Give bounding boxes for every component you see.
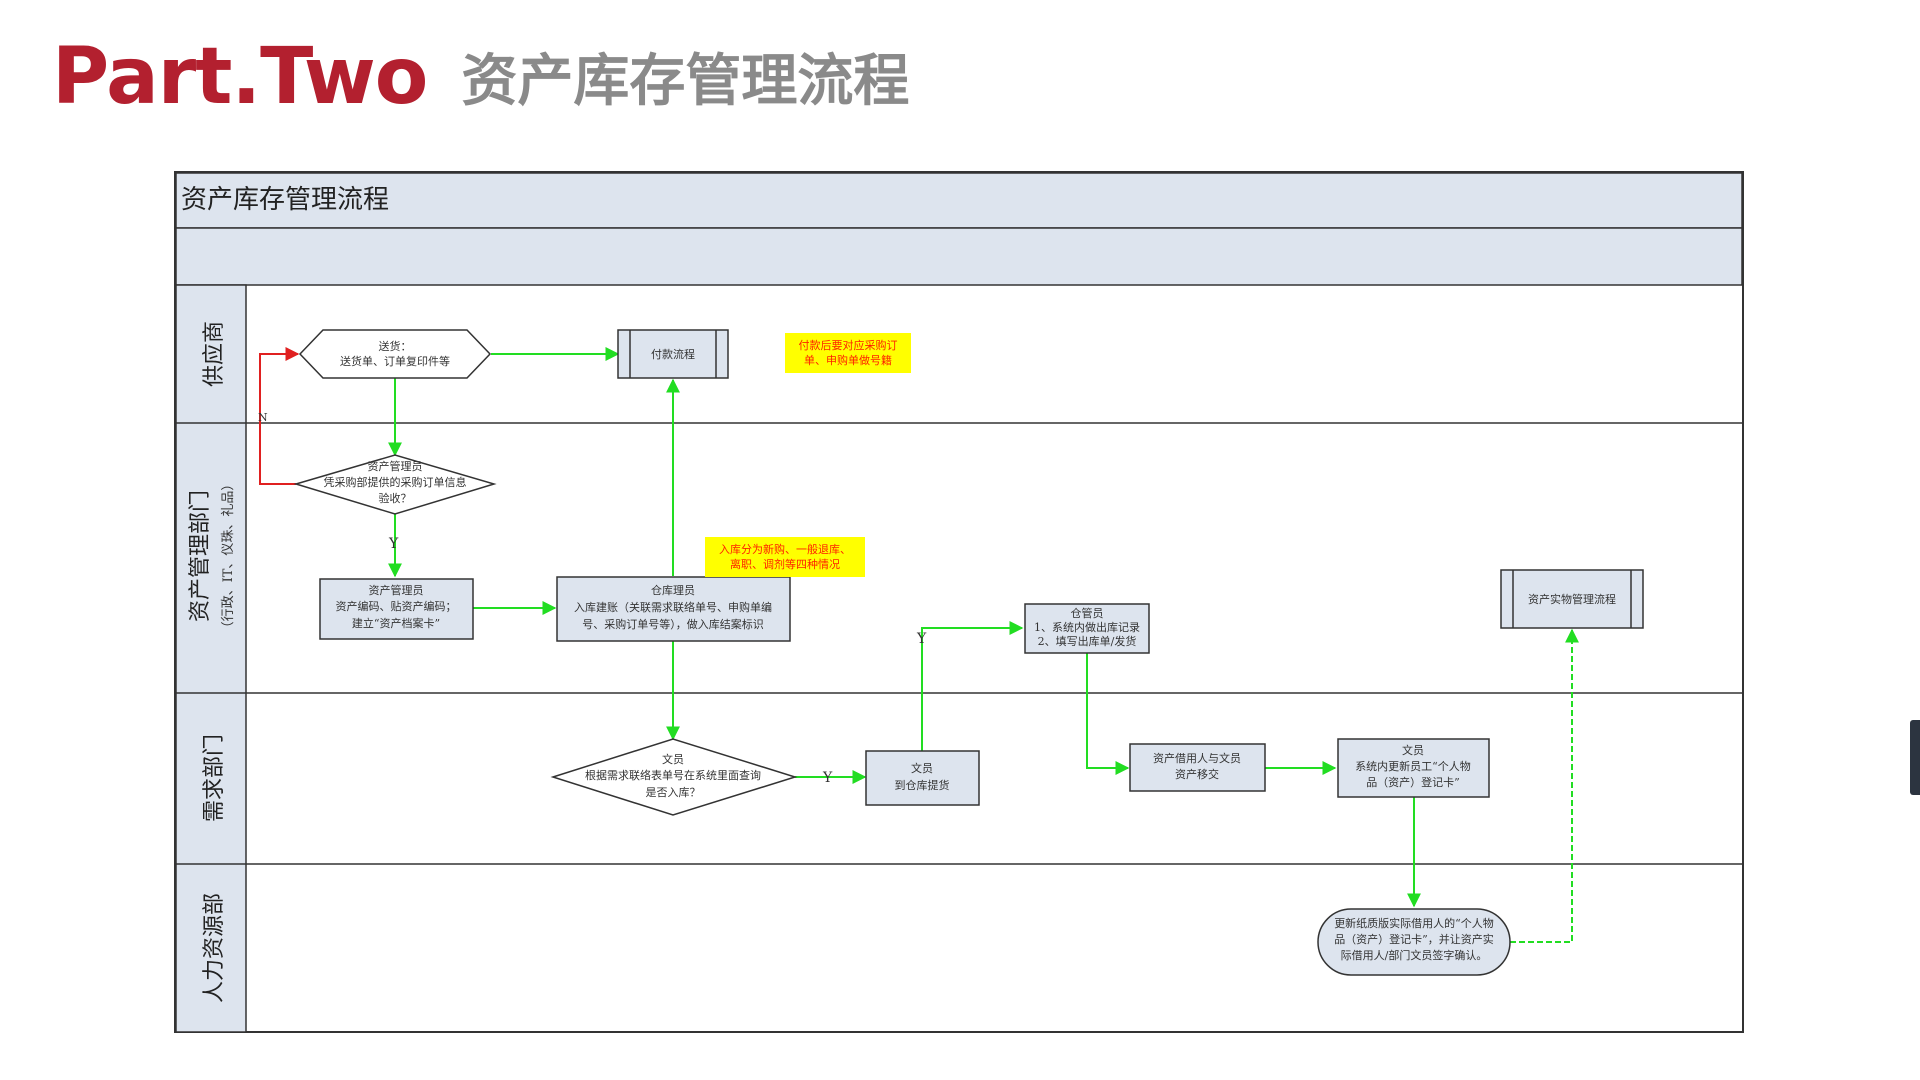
node-line: 更新纸质版实际借用人的“个人物 <box>1334 916 1494 930</box>
node-line: 文员 <box>1402 743 1424 757</box>
slide-header: Part.Two 资产库存管理流程 <box>52 26 909 116</box>
node-line: 资产管理员 <box>369 583 424 597</box>
node-hr-update: 更新纸质版实际借用人的“个人物 品（资产）登记卡”，并让资产实 际借用人/部门文… <box>1317 908 1511 976</box>
note-line: 单、申购单做号籍 <box>804 353 892 367</box>
node-line: 品（资产）登记卡” <box>1366 775 1460 789</box>
node-line: 仓管员 <box>1071 606 1104 620</box>
node-warehouse-in: 仓库理员 入库建账（关联需求联络单号、申购单编 号、采购订单号等），做入库结案标… <box>556 576 791 642</box>
lane-demand-dept: 需求部门 <box>202 734 227 822</box>
lane-sublabel: （行政、IT、仪珠、礼品） <box>220 478 236 635</box>
node-line: 系统内更新员工“个人物 <box>1355 759 1471 773</box>
node-line: 文员 <box>662 752 684 766</box>
edge-label-yes: Y <box>916 631 927 647</box>
slide-subtitle: 资产库存管理流程 <box>461 49 910 114</box>
lane-label: 供应商 <box>202 321 227 387</box>
node-line: 验收？ <box>379 491 412 505</box>
node-clerk-pickup: 文员 到仓库提货 <box>865 750 980 806</box>
node-inspect: 资产管理员 凭采购部提供的采购订单信息 验收？ <box>293 454 497 515</box>
node-line: 入库建账（关联需求联络单号、申购单编 <box>574 600 772 614</box>
node-line: 品（资产）登记卡”，并让资产实 <box>1334 932 1494 946</box>
node-line: 送货： <box>379 339 412 353</box>
edge-label-yes: Y <box>388 536 399 552</box>
node-line: 付款流程 <box>651 347 695 361</box>
node-line: 资产编码、贴资产编码； <box>336 599 457 613</box>
node-line: 仓库理员 <box>651 583 695 597</box>
arrow-pickup-to-out <box>921 621 1024 751</box>
node-line: 根据需求联络表单号在系统里面查询 <box>585 768 761 782</box>
node-line: 建立“资产档案卡” <box>352 616 440 630</box>
node-assign-code: 资产管理员 资产编码、贴资产编码； 建立“资产档案卡” <box>319 578 474 640</box>
node-line: 文员 <box>911 761 933 775</box>
node-line: 送货单、订单复印件等 <box>340 354 450 368</box>
lane-label: 需求部门 <box>202 734 227 822</box>
lane-asset-dept: 资产管理部门 <box>188 490 213 622</box>
connectors <box>259 347 1579 943</box>
node-line: 资产借用人与文员 <box>1153 751 1241 765</box>
node-deliver: 送货： 送货单、订单复印件等 <box>298 329 492 379</box>
arrow-inspect-reject <box>259 347 300 485</box>
node-line: 际借用人/部门文员签字确认。 <box>1341 948 1488 962</box>
lane-label: 人力资源部 <box>202 893 227 1003</box>
node-payment: 付款流程 <box>617 329 729 379</box>
note-line: 离职、调剂等四种情况 <box>730 557 840 571</box>
node-line: 资产实物管理流程 <box>1528 592 1616 606</box>
note-line: 付款后要对应采购订 <box>799 338 898 352</box>
arrow-hr-to-asset-mgmt <box>1510 628 1579 943</box>
node-line: 2、填写出库单/发货 <box>1038 634 1137 648</box>
note-line: 入库分为新购、一般退库、 <box>719 542 851 556</box>
node-line: 是否入库？ <box>646 786 701 799</box>
lane-hr: 人力资源部 <box>202 893 227 1003</box>
node-line: 资产移交 <box>1175 767 1219 781</box>
node-line: 凭采购部提供的采购订单信息 <box>324 475 467 489</box>
node-line: 到仓库提货 <box>895 778 950 792</box>
lane-asset-dept-sub: （行政、IT、仪珠、礼品） <box>220 478 236 635</box>
node-asset-mgmt: 资产实物管理流程 <box>1500 569 1644 629</box>
edge-label-no: N <box>258 411 268 424</box>
node-update-card: 文员 系统内更新员工“个人物 品（资产）登记卡” <box>1337 738 1490 798</box>
side-toolbar-handle[interactable] <box>1910 720 1920 795</box>
part-label: Part.Two <box>52 32 428 122</box>
edge-label-yes: Y <box>822 770 833 786</box>
node-handover: 资产借用人与文员 资产移交 <box>1129 743 1266 792</box>
node-warehouse-out: 仓管员 1、系统内做出库记录 2、填写出库单/发货 <box>1024 603 1150 654</box>
node-clerk-check: 文员 根据需求联络表单号在系统里面查询 是否入库？ <box>550 738 798 816</box>
node-line: 1、系统内做出库记录 <box>1034 620 1140 634</box>
node-line: 号、采购订单号等），做入库结案标识 <box>582 617 764 631</box>
note-inbound: 入库分为新购、一般退库、 离职、调剂等四种情况 <box>705 537 865 577</box>
arrow-out-to-handover <box>1086 653 1130 775</box>
node-line: 资产管理员 <box>368 459 423 473</box>
lane-label: 资产管理部门 <box>188 490 213 622</box>
diagram-title: 资产库存管理流程 <box>181 185 389 215</box>
lane-supplier: 供应商 <box>202 321 227 387</box>
note-payment: 付款后要对应采购订 单、申购单做号籍 <box>785 333 911 373</box>
